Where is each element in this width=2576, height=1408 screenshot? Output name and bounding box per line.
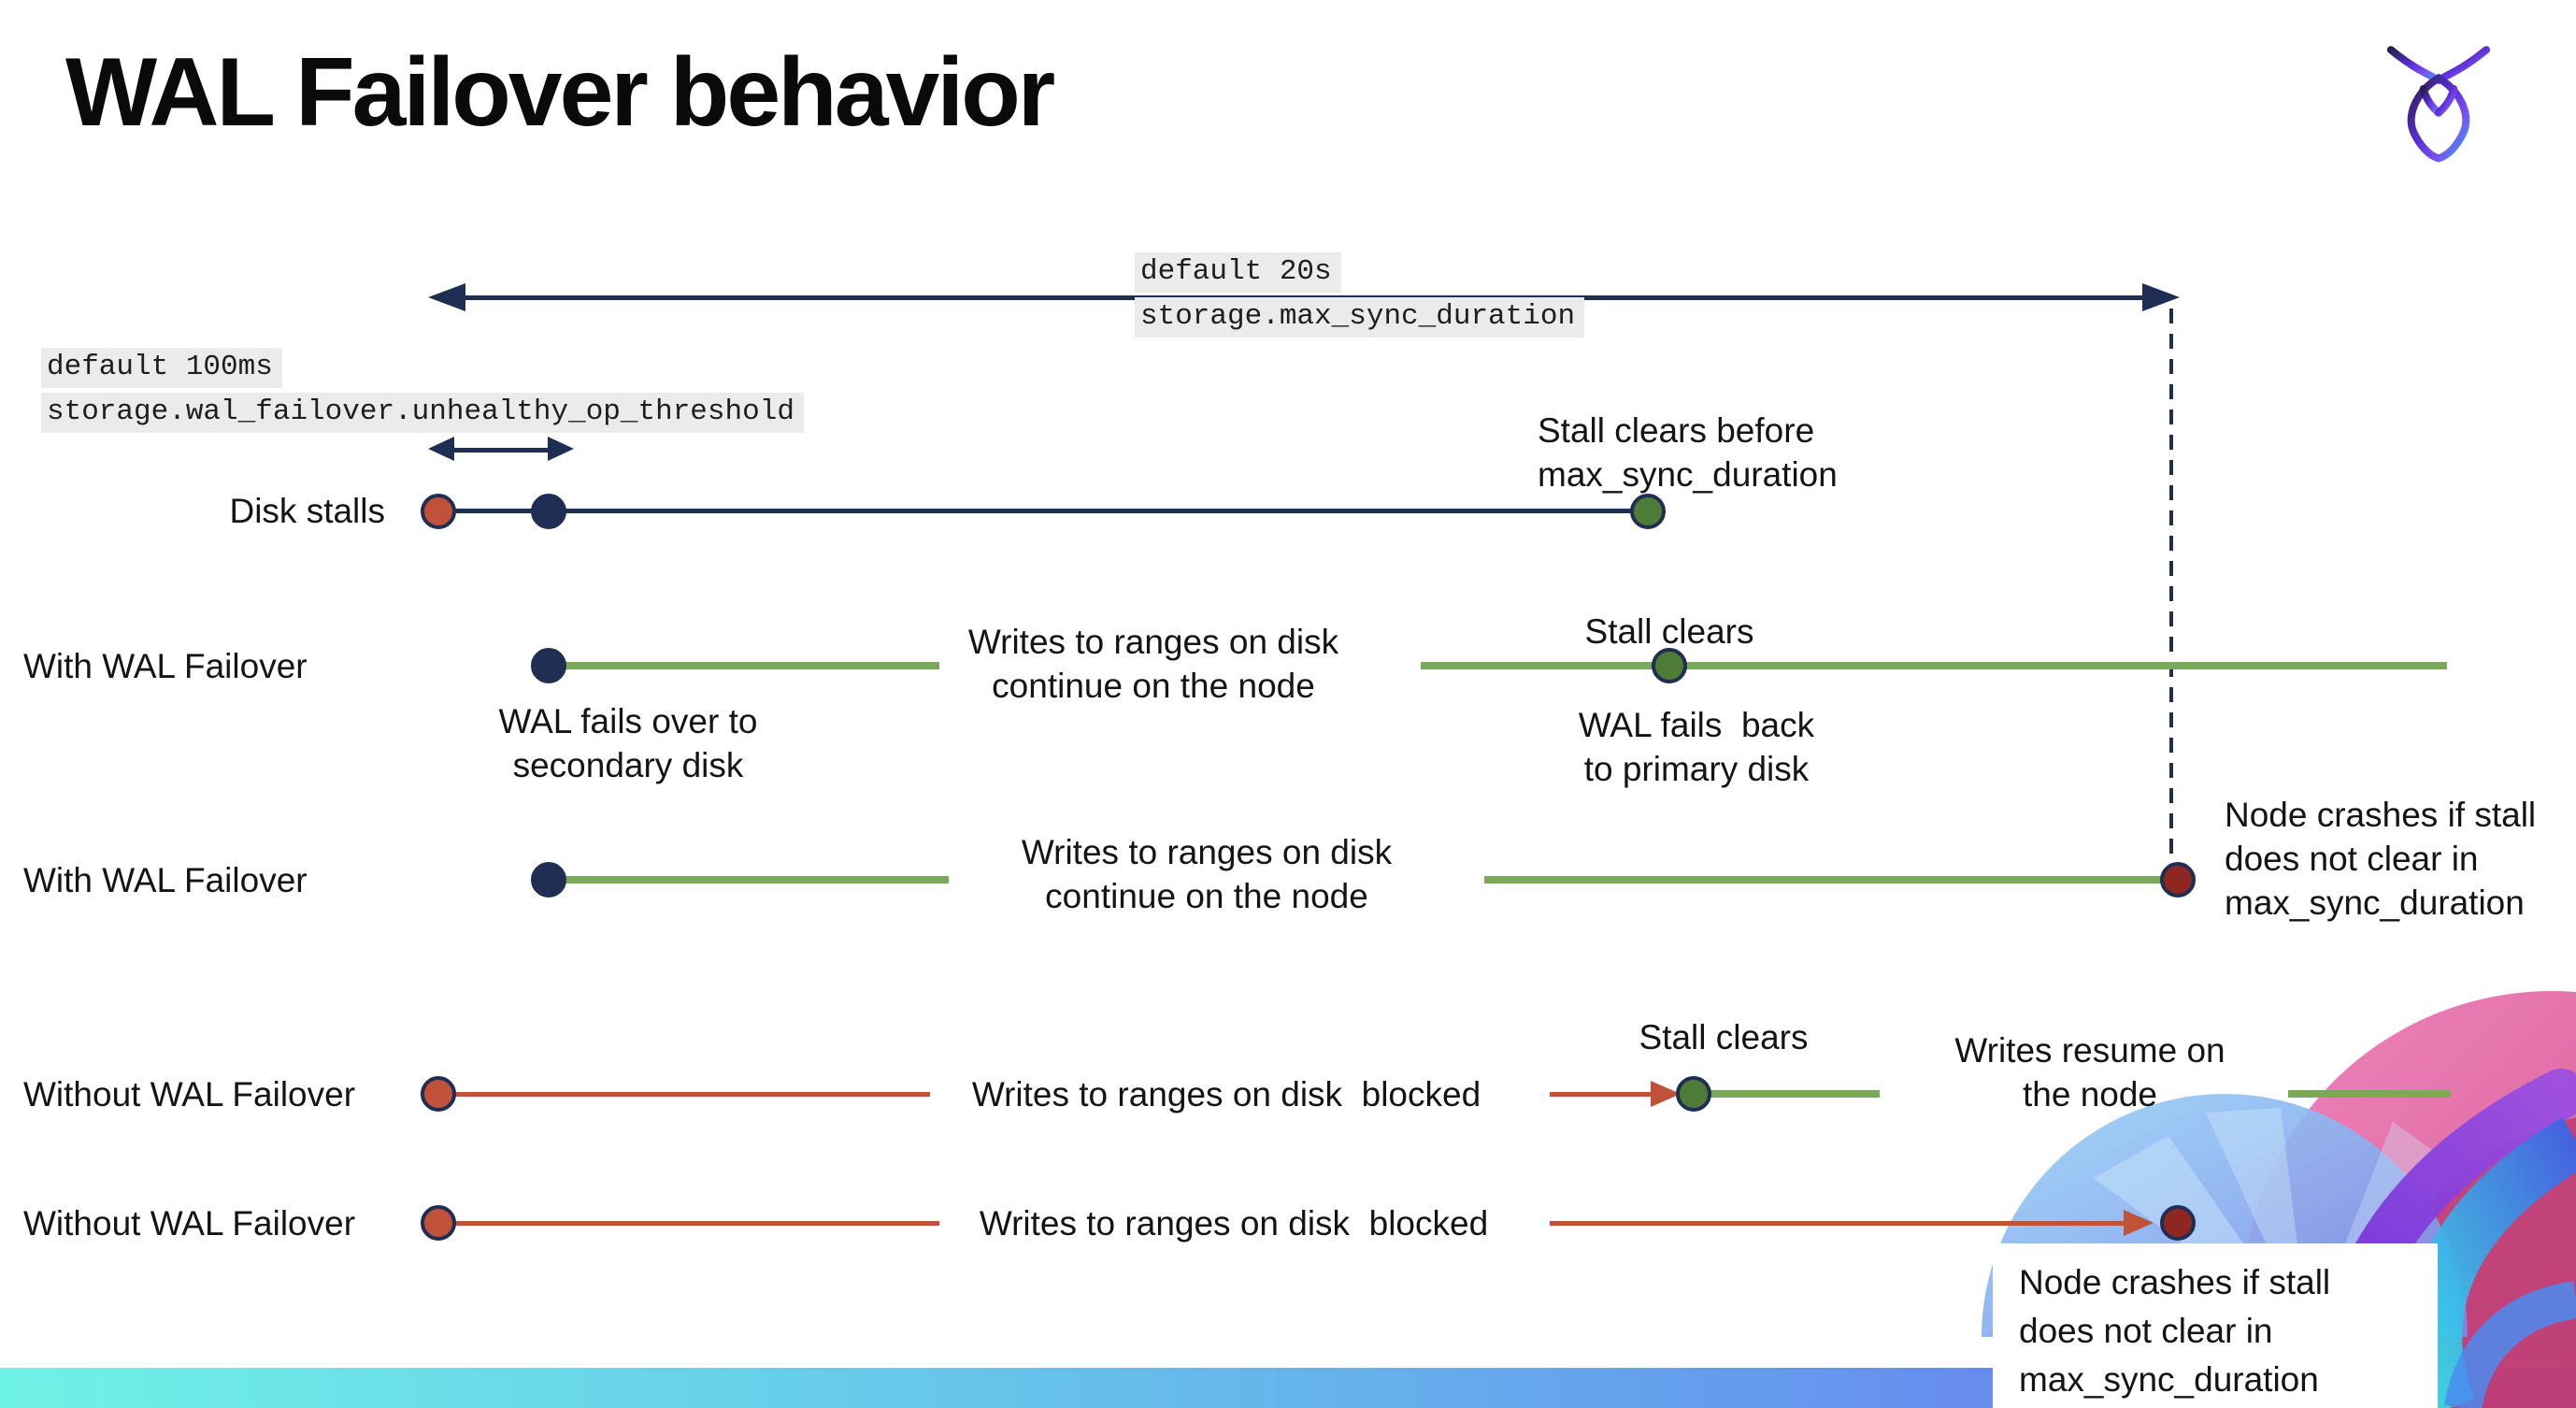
failover-dot [531,648,566,683]
max-sync-duration-labels: default 20s storage.max_sync_duration [1135,252,1585,338]
stall-clears-before-note: Stall clears before max_sync_duration [1538,411,1838,494]
stall-start-dot-2 [421,1076,456,1112]
blocked-arrow-head-icon-1 [1651,1081,1681,1107]
stall-start-dot-3 [421,1205,456,1241]
stall-clears-dot-2 [1652,648,1687,683]
threshold-arrow-line [445,448,550,453]
writes-resume-note: Writes resume on the node [1954,1031,2225,1113]
writes-continue-seg-a [562,662,939,669]
row-label-with-wal-failover-1: With WAL Failover [23,647,308,685]
max-sync-default-label: default 20s [1135,252,1341,293]
stall-clears-dot-3 [1676,1076,1711,1112]
writes-blocked-arrow-2 [1550,1221,2125,1226]
writes-blocked-arrow-1 [1550,1092,1654,1097]
writes-resume-seg-a [1706,1090,1880,1098]
writes-blocked-note-1: Writes to ranges on disk blocked [971,1075,1481,1113]
writes-resume-seg-b [2288,1090,2451,1098]
writes-continue2-seg-a [562,876,949,884]
threshold-default-label: default 100ms [41,348,282,388]
writes-continue-note-2: Writes to ranges on disk continue on the… [1021,833,1393,915]
max-sync-deadline-dashed-line [2169,309,2173,866]
arrow-left-head-icon [428,283,465,311]
writes-continue-seg-c [1682,662,2447,669]
crash-note-box [1993,1243,2438,1408]
threshold-arrow-left-head-icon [428,437,454,461]
blocked-arrow-head-icon-2 [2124,1210,2154,1236]
stall-clears-note-2: Stall clears [1639,1018,1809,1056]
arrow-right-head-icon [2142,283,2180,311]
writes-continue2-seg-b [1484,876,2161,884]
node-crashes-note-1: Node crashes if stall does not clear in … [2225,796,2537,922]
stall-clears-dot [1630,494,1666,529]
writes-blocked-seg-2 [438,1221,939,1226]
wal-fails-over-note: WAL fails over to secondary disk [498,702,758,784]
disk-stall-timeline [438,509,1648,513]
threshold-setting-label: storage.wal_failover.unhealthy_op_thresh… [41,393,804,433]
row-label-with-wal-failover-2: With WAL Failover [23,861,308,899]
stall-start-dot [421,494,456,529]
node-crashes-note-2: Node crashes if stall does not clear in … [2019,1263,2331,1399]
max-sync-setting-label: storage.max_sync_duration [1135,297,1585,338]
failover-dot-2 [531,862,566,898]
writes-blocked-note-2: Writes to ranges on disk blocked [979,1204,1489,1243]
writes-continue-seg-b [1421,662,1654,669]
page-title: WAL Failover behavior [65,38,1055,147]
failover-threshold-dot [531,494,566,529]
wal-fails-back-note: WAL fails back to primary disk [1578,706,1815,788]
threshold-arrow-right-head-icon [548,437,574,461]
writes-continue-note-1: Writes to ranges on disk continue on the… [967,623,1339,705]
node-crash-dot-2 [2160,1205,2196,1241]
node-crash-dot-1 [2160,862,2196,898]
stall-clears-note-1: Stall clears [1584,612,1754,651]
threshold-labels: default 100ms storage.wal_failover.unhea… [41,348,804,433]
writes-blocked-seg-1 [438,1092,930,1097]
row-label-disk-stalls: Disk stalls [229,492,385,530]
cockroachdb-logo-icon [2386,46,2491,163]
row-label-without-wal-failover-1: Without WAL Failover [23,1075,356,1113]
row-label-without-wal-failover-2: Without WAL Failover [23,1204,356,1243]
